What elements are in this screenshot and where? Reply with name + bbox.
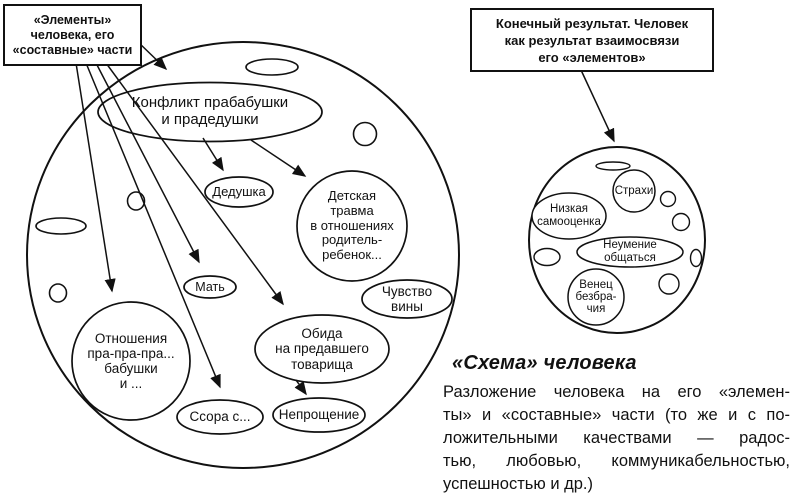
caption-line: тью, любовью, коммуникабельностью, <box>443 452 790 470</box>
caption-line: Разложение человека на его «элемен- <box>443 383 790 401</box>
caption-body: Разложение человека на его «элемен- ты» … <box>443 381 790 495</box>
decor-ellipse <box>689 248 703 268</box>
node-neumenie-obshchatsya-ellipse <box>576 236 684 268</box>
decor-ellipse <box>659 190 677 208</box>
caption-line: ложительными качествами — радос- <box>443 429 790 447</box>
caption-line: ты» и «составные» части (то же и с по- <box>443 406 790 424</box>
arrow-elements-to-obida <box>105 62 284 306</box>
node-otnosheniya-circle <box>71 301 191 421</box>
node-chuvstvo-viny-ellipse <box>361 279 453 319</box>
decor-ellipse <box>126 191 146 211</box>
decor-ellipse <box>595 161 631 171</box>
node-ssora-ellipse <box>176 399 264 435</box>
decor-ellipse <box>352 121 378 147</box>
elements-big-circle <box>26 41 460 469</box>
caption-line: успешностью и др.) <box>443 475 593 493</box>
node-obida-ellipse <box>254 314 390 384</box>
decor-ellipse <box>245 58 299 76</box>
result-small-circle <box>528 146 706 334</box>
node-konflikt-ellipse <box>97 81 323 143</box>
node-strakhi-circle <box>612 169 656 213</box>
decor-ellipse <box>671 212 691 232</box>
node-travma-circle <box>296 170 408 282</box>
caption-title: «Схема» человека <box>452 352 637 374</box>
decor-ellipse <box>48 283 68 303</box>
arrow-elements-to-otnosheniya <box>75 62 116 293</box>
elements-label-box: «Элементы» человека, его «составные» час… <box>3 4 142 66</box>
node-neproshchenie-ellipse <box>272 397 366 433</box>
arrow-elements-to-ssora <box>85 62 221 389</box>
result-label-box: Конечный результат. Человек как результа… <box>470 8 714 72</box>
arrow-konflikt-to-travma <box>250 139 307 177</box>
node-venec-bezbrachiya-circle <box>567 268 625 326</box>
decor-ellipse <box>658 273 680 295</box>
node-mat-ellipse <box>183 275 237 299</box>
arrow-result-to-small-circle <box>580 69 615 143</box>
decor-ellipse <box>533 247 561 267</box>
node-nizkaya-samoocenka-ellipse <box>531 192 607 240</box>
arrow-elements-to-mat <box>95 62 200 264</box>
arrow-obida-to-neproshchenie <box>294 379 307 396</box>
arrow-konflikt-to-dedushka <box>202 137 224 172</box>
node-dedushka-ellipse <box>204 176 274 208</box>
decor-ellipse <box>35 217 87 235</box>
